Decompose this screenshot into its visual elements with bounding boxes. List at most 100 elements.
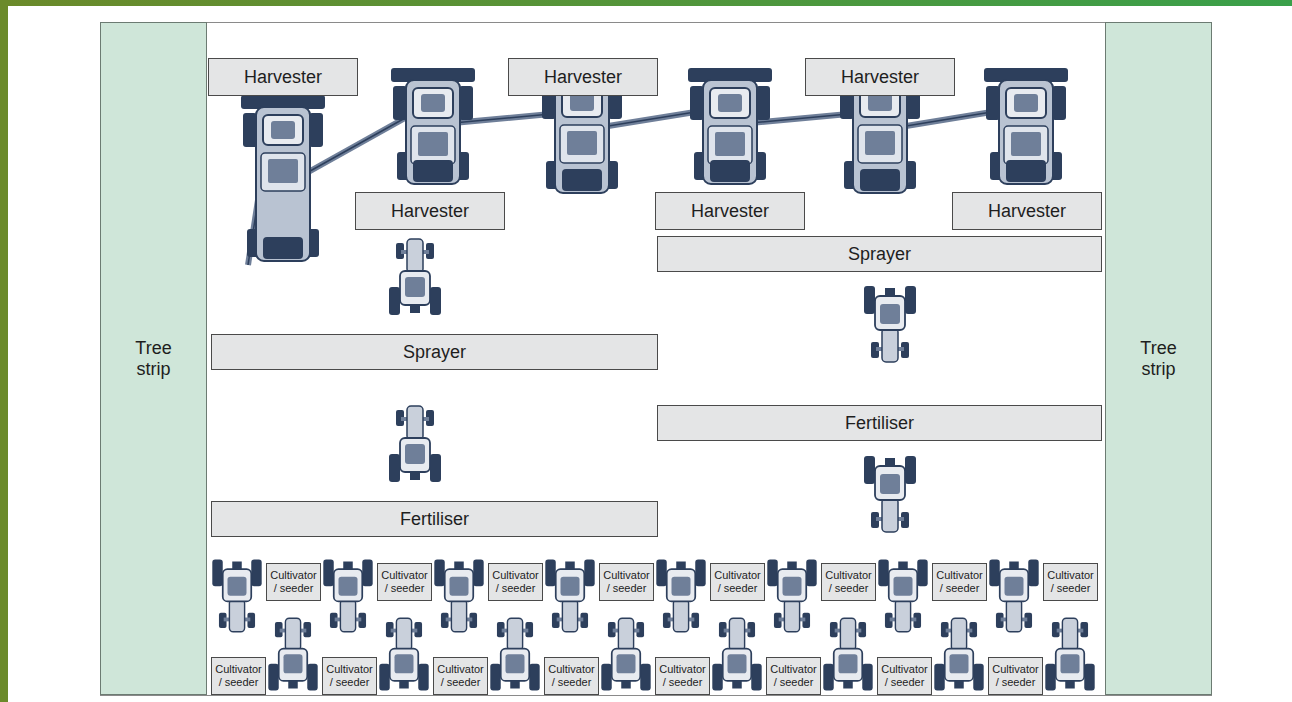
label-text: Sprayer xyxy=(848,244,911,265)
label-text: Cultivator / seeder xyxy=(880,663,929,688)
tractor xyxy=(934,618,983,690)
machine-label: Cultivator / seeder xyxy=(433,657,488,695)
tractor xyxy=(389,406,441,482)
label-text-group: Cultivator / seeder xyxy=(1046,569,1095,594)
tractor xyxy=(989,560,1038,632)
label-text: Harvester xyxy=(841,67,919,88)
tractor xyxy=(212,560,261,632)
label-text-group: Cultivator / seeder xyxy=(214,663,263,688)
tractor xyxy=(379,618,428,690)
label-text-group: Sprayer xyxy=(848,244,911,265)
tractor xyxy=(864,456,916,532)
machine-label: Cultivator / seeder xyxy=(599,563,654,601)
machine-label: Harvester xyxy=(355,192,505,230)
label-text-group: Harvester xyxy=(841,67,919,88)
combine-harvester xyxy=(688,68,772,184)
machine-label: Cultivator / seeder xyxy=(488,563,543,601)
label-text: Cultivator / seeder xyxy=(824,569,873,594)
label-text-group: Harvester xyxy=(244,67,322,88)
label-text-group: Cultivator / seeder xyxy=(713,569,762,594)
machine-label: Fertiliser xyxy=(211,501,658,537)
machine-label: Sprayer xyxy=(657,236,1102,272)
label-text: Cultivator / seeder xyxy=(658,663,707,688)
label-text: Cultivator / seeder xyxy=(325,663,374,688)
machine-label: Cultivator / seeder xyxy=(377,563,432,601)
tree-strip: Tree strip xyxy=(100,22,207,695)
label-text: Harvester xyxy=(544,67,622,88)
tractor xyxy=(823,618,872,690)
machine-label: Harvester xyxy=(208,58,358,96)
label-text: Harvester xyxy=(244,67,322,88)
label-text: Cultivator / seeder xyxy=(269,569,318,594)
tree-strip: Tree strip xyxy=(1105,22,1212,695)
machine-label: Cultivator / seeder xyxy=(766,657,821,695)
label-text: Cultivator / seeder xyxy=(602,569,651,594)
label-text-group: Harvester xyxy=(988,201,1066,222)
label-text: Tree strip xyxy=(1124,338,1194,379)
label-text-group: Harvester xyxy=(391,201,469,222)
label-text-group: Cultivator / seeder xyxy=(602,569,651,594)
label-text: Cultivator / seeder xyxy=(547,663,596,688)
combine-harvester xyxy=(838,67,922,193)
label-text: Tree strip xyxy=(119,338,189,379)
label-text-group: Cultivator / seeder xyxy=(436,663,485,688)
label-text-group: Cultivator / seeder xyxy=(380,569,429,594)
label-text-group: Cultivator / seeder xyxy=(491,569,540,594)
combine-harvester xyxy=(241,95,325,261)
label-text-group: Cultivator / seeder xyxy=(325,663,374,688)
label-text-group: Cultivator / seeder xyxy=(269,569,318,594)
label-text-group: Sprayer xyxy=(403,342,466,363)
label-text-group: Tree strip xyxy=(119,338,189,379)
label-text: Sprayer xyxy=(403,342,466,363)
machine-label: Cultivator / seeder xyxy=(544,657,599,695)
label-text: Cultivator / seeder xyxy=(713,569,762,594)
tractor xyxy=(878,560,927,632)
machine-label: Sprayer xyxy=(211,334,658,370)
label-text: Cultivator / seeder xyxy=(769,663,818,688)
machine-label: Harvester xyxy=(655,192,805,230)
machine-label: Cultivator / seeder xyxy=(821,563,876,601)
label-text-group: Fertiliser xyxy=(400,509,469,530)
label-text-group: Cultivator / seeder xyxy=(769,663,818,688)
label-text: Cultivator / seeder xyxy=(436,663,485,688)
machine-label: Fertiliser xyxy=(657,405,1102,441)
label-text-group: Fertiliser xyxy=(845,413,914,434)
label-text: Cultivator / seeder xyxy=(491,569,540,594)
machine-label: Cultivator / seeder xyxy=(988,657,1043,695)
tractor xyxy=(434,560,483,632)
machine-label: Harvester xyxy=(508,58,658,96)
label-text: Fertiliser xyxy=(400,509,469,530)
machine-label: Cultivator / seeder xyxy=(211,657,266,695)
tractor xyxy=(323,560,372,632)
combine-harvester xyxy=(540,67,624,193)
machine-label: Harvester xyxy=(952,192,1102,230)
label-text-group: Cultivator / seeder xyxy=(880,663,929,688)
label-text-group: Cultivator / seeder xyxy=(824,569,873,594)
label-text-group: Cultivator / seeder xyxy=(991,663,1040,688)
label-text-group: Cultivator / seeder xyxy=(935,569,984,594)
machine-label: Cultivator / seeder xyxy=(266,563,321,601)
label-text: Harvester xyxy=(691,201,769,222)
label-text: Harvester xyxy=(391,201,469,222)
side-bar xyxy=(0,0,8,702)
top-bar xyxy=(0,0,1292,6)
tractor xyxy=(389,239,441,315)
tractor xyxy=(490,618,539,690)
machine-label: Harvester xyxy=(805,58,955,96)
label-text-group: Tree strip xyxy=(1124,338,1194,379)
label-text-group: Harvester xyxy=(691,201,769,222)
label-text: Harvester xyxy=(988,201,1066,222)
label-text: Cultivator / seeder xyxy=(991,663,1040,688)
machines xyxy=(212,67,1094,690)
tractor xyxy=(864,286,916,362)
tractor xyxy=(656,560,705,632)
tractor xyxy=(767,560,816,632)
tractor xyxy=(268,618,317,690)
machine-label: Cultivator / seeder xyxy=(1043,563,1098,601)
tractor xyxy=(712,618,761,690)
label-text: Cultivator / seeder xyxy=(214,663,263,688)
label-text: Cultivator / seeder xyxy=(935,569,984,594)
machine-label: Cultivator / seeder xyxy=(710,563,765,601)
label-text-group: Cultivator / seeder xyxy=(547,663,596,688)
